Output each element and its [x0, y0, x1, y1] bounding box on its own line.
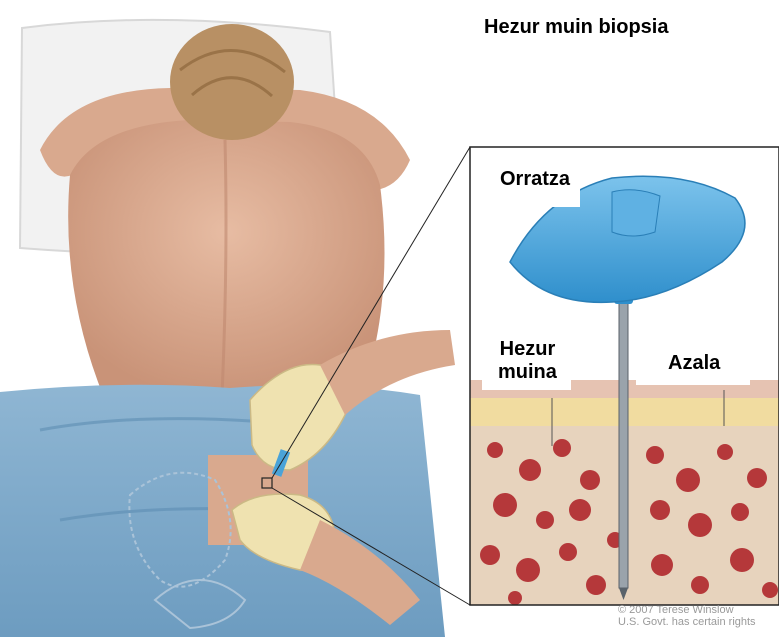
copyright-credit: © 2007 Terese Winslow U.S. Govt. has cer… [618, 604, 756, 628]
credit-line1: © 2007 Terese Winslow [618, 604, 756, 616]
label-bone-marrow: Hezur muina [482, 334, 571, 390]
label-skin: Azala [636, 346, 750, 385]
patient-head [170, 24, 294, 140]
figure-title: Hezur muin biopsia [484, 16, 668, 39]
needle-handle-cap [612, 190, 660, 236]
label-bone-marrow-line1: Hezur [500, 338, 556, 360]
label-needle: Orratza [496, 164, 580, 207]
credit-line2: U.S. Govt. has certain rights [618, 616, 756, 628]
label-bone-marrow-line2: muina [498, 361, 557, 383]
needle-shaft [619, 300, 628, 588]
